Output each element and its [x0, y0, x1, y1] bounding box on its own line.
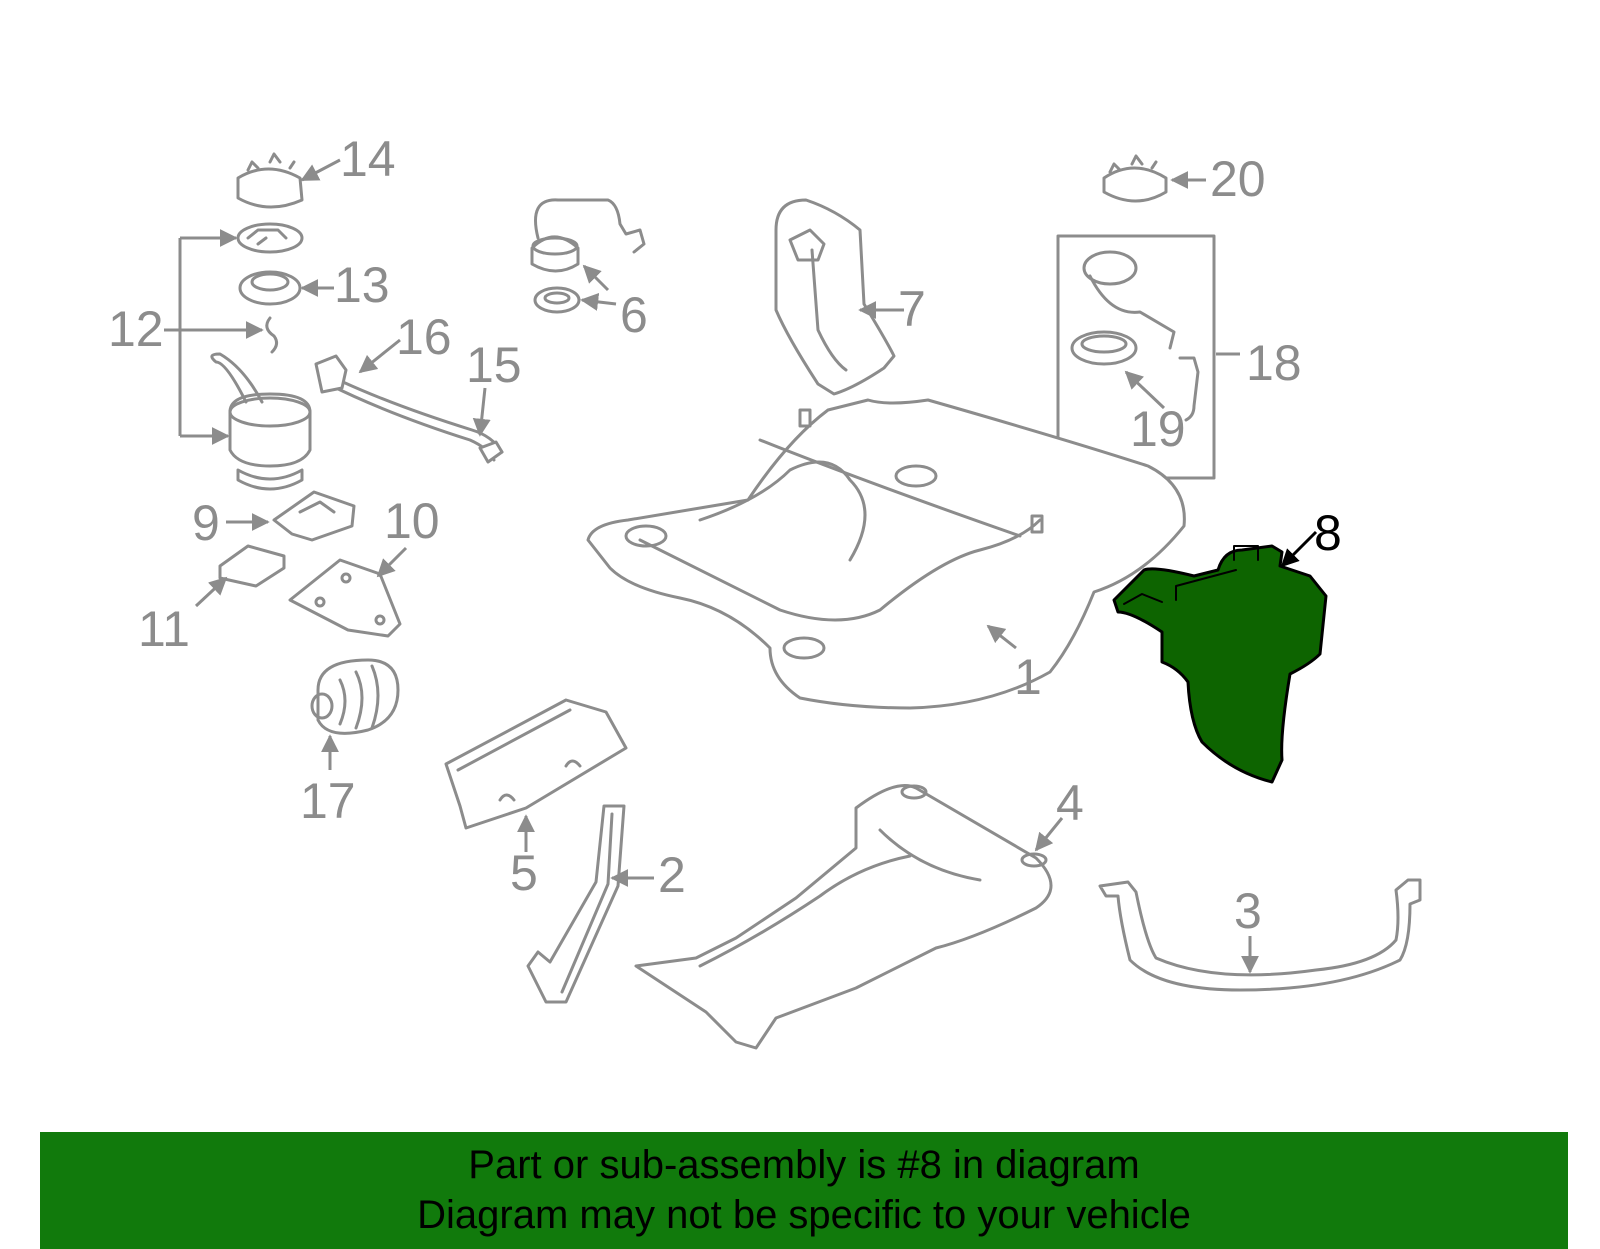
callout-12: 12 [108, 301, 164, 357]
part-17-boot [310, 658, 400, 770]
banner-line-disclaimer: Diagram may not be specific to your vehi… [417, 1193, 1191, 1237]
callout-14: 14 [340, 131, 396, 187]
callout-4: 4 [1056, 775, 1084, 831]
part-6-cap [530, 198, 646, 314]
callout-15: 15 [466, 337, 522, 393]
callout-2: 2 [658, 847, 686, 903]
part-13-seal [238, 270, 334, 306]
callout-5: 5 [510, 845, 538, 901]
part-14-ring [236, 152, 341, 209]
part-12-pump-assembly [164, 222, 312, 491]
part-15-16-harness [314, 338, 504, 464]
callout-6: 6 [620, 287, 648, 343]
callout-20: 20 [1210, 151, 1266, 207]
info-banner: Part or sub-assembly is #8 in diagram Di… [40, 1132, 1568, 1249]
part-18-sender-assembly [1056, 234, 1240, 480]
part-7-filler-neck [774, 198, 904, 396]
callout-8: 8 [1314, 505, 1342, 561]
callout-labels: 1 2 3 4 5 6 7 8 9 10 11 12 13 14 15 16 1… [108, 131, 1342, 939]
callout-10: 10 [384, 493, 440, 549]
part-3-strap [1098, 878, 1422, 992]
part-2-strap [526, 804, 654, 1004]
callout-11: 11 [138, 601, 190, 657]
callout-13: 13 [334, 257, 390, 313]
part-20-lock-ring [1102, 154, 1206, 203]
callout-18: 18 [1246, 335, 1302, 391]
callout-9: 9 [192, 495, 220, 551]
part-8-highlighted [1112, 530, 1328, 784]
part-5-heat-shield [444, 698, 628, 852]
callout-1: 1 [1014, 649, 1042, 705]
banner-line-part: Part or sub-assembly is #8 in diagram [468, 1143, 1140, 1187]
callout-3: 3 [1234, 883, 1262, 939]
part-1-fuel-tank [586, 398, 1186, 710]
callout-16: 16 [396, 309, 452, 365]
part-4-underbody-shield [634, 784, 1064, 1050]
callout-17: 17 [300, 773, 356, 829]
callout-7: 7 [898, 281, 926, 337]
part-9-bracket [226, 490, 356, 542]
callout-19: 19 [1130, 401, 1186, 457]
part-10-bracket-plate [288, 546, 408, 638]
part-11-pad [194, 544, 286, 608]
parts-diagram: 1 2 3 4 5 6 7 8 9 10 11 12 13 14 15 16 1… [108, 131, 1422, 1050]
